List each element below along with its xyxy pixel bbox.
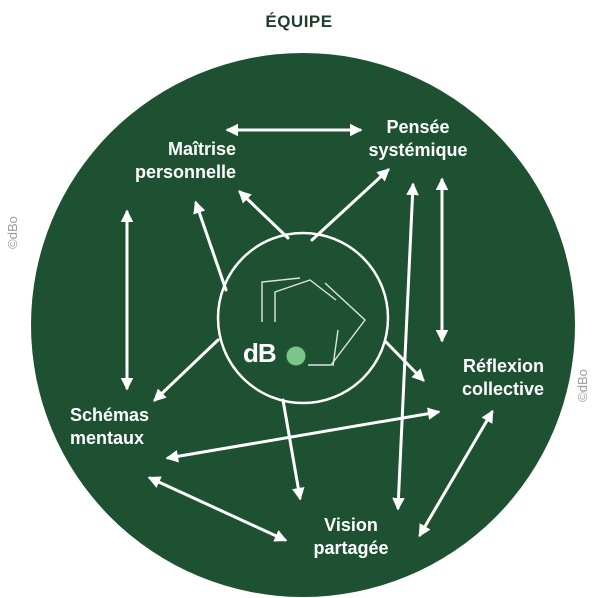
arrow-center-vision <box>281 398 305 501</box>
node-vision-partagee: Vision partagée <box>313 515 389 558</box>
node-reflexion-collective: Réflexion collective <box>461 356 544 399</box>
node-pensee-systemique: Pensée systémique <box>368 117 468 160</box>
arrow-center-schemas <box>153 338 220 402</box>
node-schemas-mentaux: Schémas mentaux <box>70 405 150 448</box>
logo-shape <box>261 277 366 367</box>
arrow-vision-reflexion <box>418 409 494 538</box>
node-maitrise-personnelle: Maîtrise personnelle <box>134 139 236 182</box>
arrow-center-maitrise-2 <box>193 200 228 292</box>
arrow-center-pensee <box>310 168 390 242</box>
watermark-right: ©dBo <box>574 369 590 402</box>
arrow-center-maitrise <box>238 190 290 240</box>
diagram-title: ÉQUIPE <box>265 12 333 31</box>
arrow-schemas-reflexion <box>165 407 441 463</box>
arrow-center-reflexion <box>384 340 425 382</box>
logo-dot <box>286 346 306 366</box>
center-logo-text: dB <box>243 338 277 368</box>
center-circle <box>216 231 390 405</box>
arrow-schemas-vision <box>147 476 288 542</box>
watermark-left: ©dBo <box>4 216 20 249</box>
